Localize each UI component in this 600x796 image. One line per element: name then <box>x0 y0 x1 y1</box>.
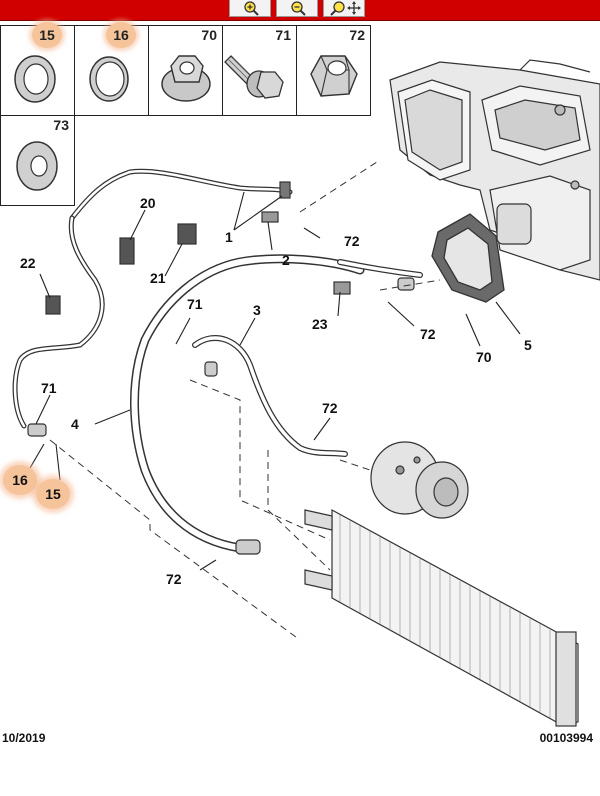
callout-72-right: 72 <box>420 326 436 342</box>
bolt-icon <box>224 55 284 99</box>
part-cell-70[interactable]: 70 <box>148 25 223 116</box>
leader-lines <box>29 191 521 571</box>
callout-4: 4 <box>71 416 79 432</box>
callout-15-highlighted: 15 <box>36 479 70 509</box>
callout-22: 22 <box>20 255 36 271</box>
seal-ring-icon <box>89 56 129 102</box>
zoom-out-icon <box>291 1 306 16</box>
hex-nut-icon <box>310 55 358 97</box>
callout-72-middle: 72 <box>322 400 338 416</box>
flange-nut-icon <box>161 55 211 102</box>
callout-2: 2 <box>282 252 290 268</box>
callout-1: 1 <box>225 229 233 245</box>
toolbar <box>0 0 600 21</box>
part-number: 73 <box>53 117 69 133</box>
callout-72-bottom: 72 <box>166 571 182 587</box>
callout-71-lower: 71 <box>41 380 57 396</box>
brackets <box>45 181 351 315</box>
callout-72-top: 72 <box>344 233 360 249</box>
zoom-pan-button[interactable] <box>323 0 365 17</box>
callout-21: 21 <box>150 270 166 286</box>
gasket-5 <box>431 213 505 303</box>
zoom-pan-icon <box>330 1 361 16</box>
part-cell-71[interactable]: 71 <box>222 25 297 116</box>
guide-lines <box>49 159 441 641</box>
callout-5: 5 <box>524 337 532 353</box>
compressor <box>370 441 469 519</box>
part-number: 71 <box>275 27 291 43</box>
part-cell-72[interactable]: 72 <box>296 25 371 116</box>
hvac-unit <box>389 59 600 281</box>
callout-3: 3 <box>253 302 261 318</box>
part-number: 70 <box>201 27 217 43</box>
washer-icon <box>16 141 58 191</box>
part-number: 15 <box>32 22 62 48</box>
zoom-in-icon <box>244 1 259 16</box>
part-number: 16 <box>106 22 136 48</box>
part-cell-15[interactable]: 15 <box>0 22 75 116</box>
condenser <box>304 508 579 727</box>
diagram-reference: 00103994 <box>539 731 593 745</box>
callout-16-highlighted: 16 <box>3 465 37 495</box>
part-number: 72 <box>349 27 365 43</box>
callout-71-upper: 71 <box>187 296 203 312</box>
seal-ring-icon <box>14 55 56 103</box>
callout-70: 70 <box>476 349 492 365</box>
revision-date: 10/2019 <box>2 731 46 745</box>
callout-23: 23 <box>312 316 328 332</box>
zoom-out-button[interactable] <box>276 0 318 17</box>
zoom-in-button[interactable] <box>229 0 271 17</box>
pipes <box>12 168 423 555</box>
callout-20: 20 <box>140 195 156 211</box>
part-cell-73[interactable]: 73 <box>0 115 75 206</box>
